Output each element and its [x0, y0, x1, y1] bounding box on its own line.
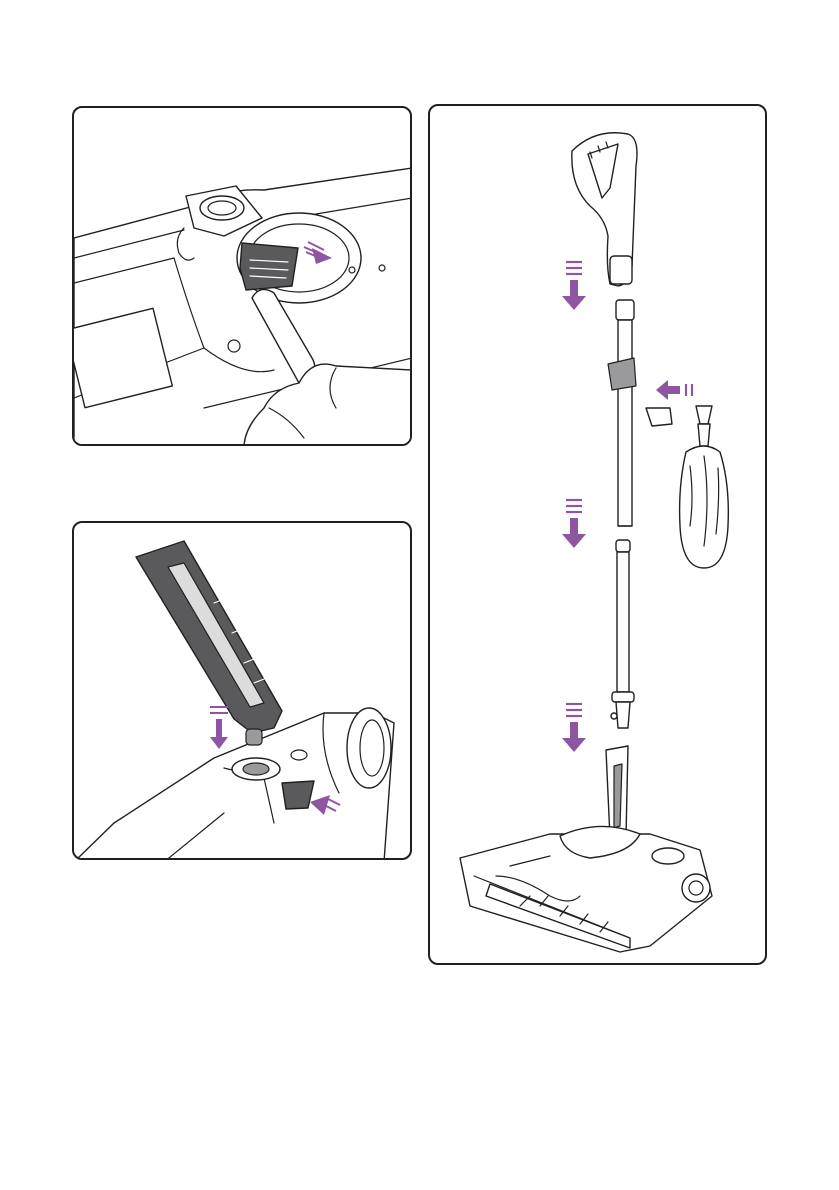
lower-tube [611, 540, 634, 728]
left-arrow-icon [656, 380, 692, 400]
release-catch [240, 243, 298, 290]
panel-right [428, 104, 767, 965]
release-catch-illustration [74, 108, 412, 446]
handle-insert-illustration [74, 523, 412, 860]
down-arrow-icon [562, 262, 586, 310]
upper-tube [608, 300, 636, 526]
down-arrow-icon [562, 500, 586, 548]
down-arrow-icon [210, 707, 228, 749]
panel-top-left [72, 106, 412, 446]
vacuum-body [74, 713, 394, 860]
dusting-brush [680, 406, 729, 568]
release-catch [282, 781, 314, 809]
panel-bottom-left [72, 521, 412, 860]
assembly-illustration [430, 106, 767, 965]
down-arrow-icon [562, 704, 586, 752]
adaptor [646, 408, 672, 426]
floor-head [460, 746, 712, 952]
